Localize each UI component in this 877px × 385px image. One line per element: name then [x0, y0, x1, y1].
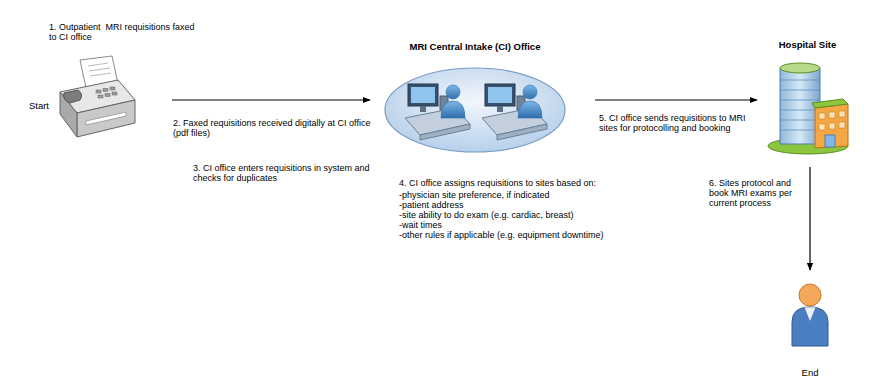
terminal-label: Start: [11, 100, 49, 111]
office-workstations: [385, 68, 565, 152]
hospital-building: [768, 63, 848, 154]
step-label: 6. Sites protocol and book MRI exams per…: [708, 178, 800, 208]
terminal-label: End: [788, 367, 832, 378]
fax-machine: [60, 56, 135, 137]
step-label: 2. Faxed requisitions received digitally…: [172, 118, 374, 138]
step-label: 5. CI office sends requisitions to MRI s…: [598, 113, 762, 133]
site-heading: Hospital Site: [765, 39, 850, 50]
flow-arrow: [809, 167, 810, 270]
step-note: 1. Outpatient MRI requisitions faxed to …: [48, 22, 200, 42]
person-figure: [792, 284, 828, 346]
office-node: MRI Central Intake (CI) Office: [385, 66, 565, 154]
step-note: 4. CI office assigns requisitions to sit…: [398, 178, 597, 188]
hospital-node: Hospital Site: [765, 60, 850, 155]
criteria-item: -physician site preference, if indicated: [398, 190, 551, 200]
site-heading: MRI Central Intake (CI) Office: [385, 41, 565, 52]
criteria-item: -wait times: [398, 220, 443, 230]
step-note: 3. CI office enters requisitions in syst…: [192, 163, 376, 183]
fax-node: Start: [55, 62, 137, 144]
flow-arrow: [595, 99, 757, 100]
criteria-item: -site ability to do exam (e.g. cardiac, …: [398, 210, 575, 220]
flow-arrow: [172, 99, 370, 100]
end-node: End: [788, 280, 832, 348]
criteria-item: -other rules if applicable (e.g. equipme…: [398, 230, 605, 240]
criteria-item: -patient address: [398, 200, 465, 210]
